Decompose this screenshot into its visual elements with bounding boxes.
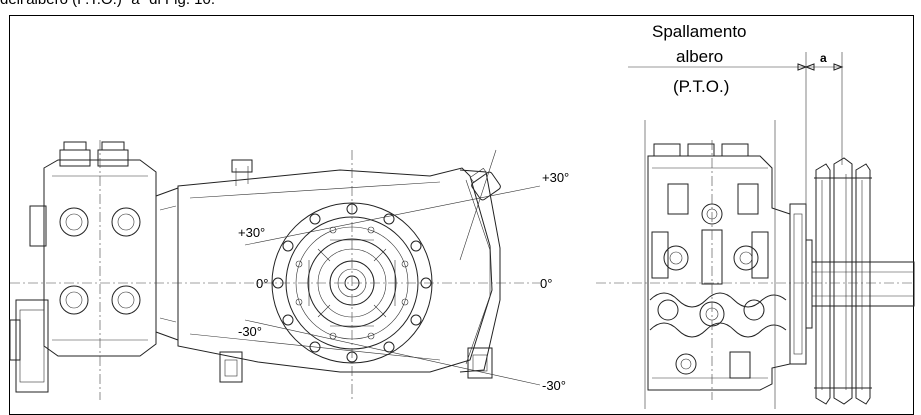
shoulder-label-line3: (P.T.O.) — [673, 77, 729, 96]
angle-zero-left-label: 0° — [256, 276, 268, 291]
shoulder-label-line2: albero — [676, 47, 723, 66]
pump-side-view — [9, 140, 541, 400]
angle-minus30-left-label: -30° — [238, 324, 262, 339]
dimension-a-label: a — [820, 51, 827, 65]
angle-plus30-right-label: +30° — [542, 170, 569, 185]
pump-front-view — [596, 52, 915, 409]
shoulder-label-line1: Spallamento — [652, 22, 747, 41]
angle-minus30-right-label: -30° — [542, 378, 566, 393]
angle-plus30-left-label: +30° — [238, 225, 265, 240]
pulley — [814, 157, 872, 405]
figure-caption: dell'albero (P.T.O.) "a" di Fig. 10. — [0, 0, 215, 8]
angle-zero-right-label: 0° — [540, 276, 552, 291]
